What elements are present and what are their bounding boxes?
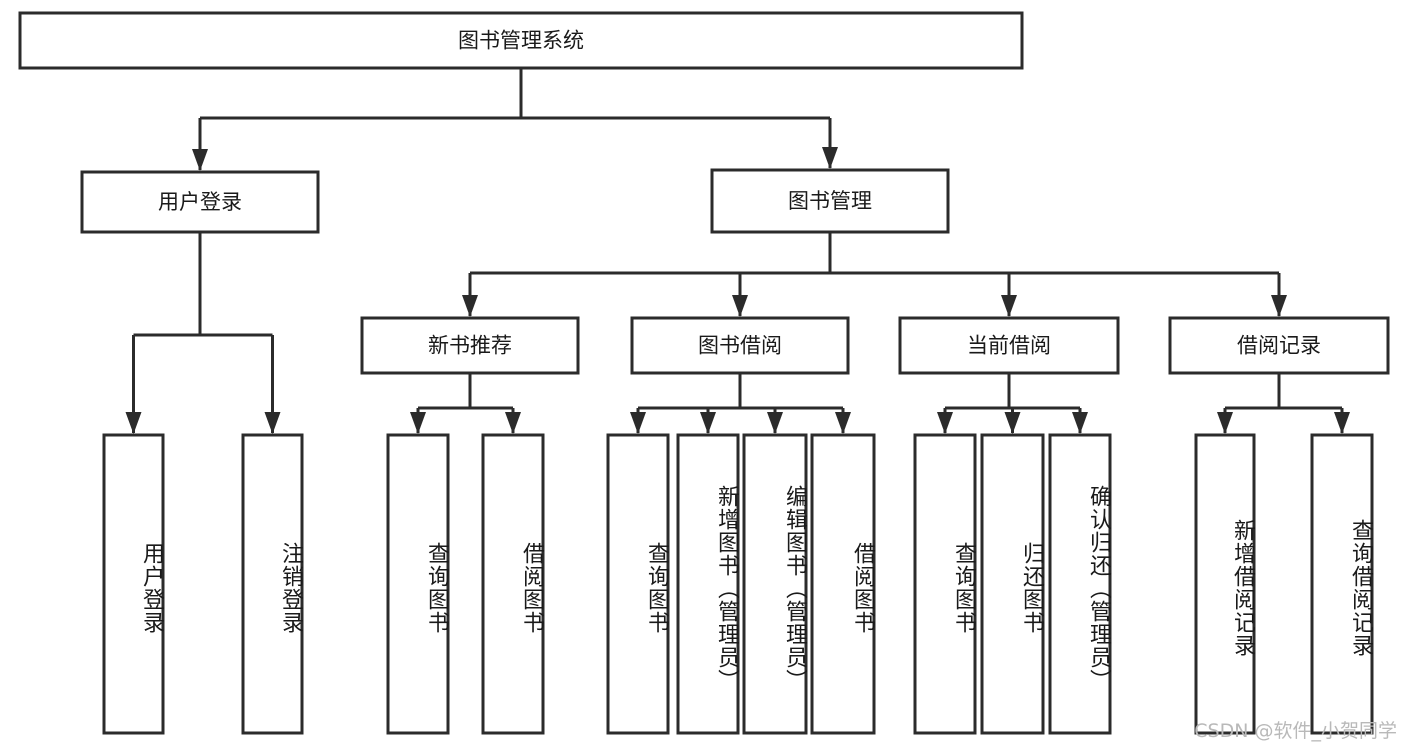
node-leaf-8[interactable] [913, 433, 977, 735]
node-root-label: 图书管理系统 [458, 29, 584, 53]
node-leaf-6[interactable] [742, 433, 808, 735]
node-level1-label-1: 图书管理 [788, 189, 872, 213]
node-level2-label-1: 图书借阅 [698, 334, 782, 358]
node-leaf-2[interactable] [386, 433, 450, 735]
node-level2-label-0: 新书推荐 [428, 334, 512, 358]
connector-layer [125, 68, 1350, 434]
node-leaf-10[interactable] [1048, 433, 1112, 735]
node-level2-2[interactable] [898, 316, 1120, 375]
node-level2-3[interactable] [1168, 316, 1390, 375]
node-level1-1[interactable] [710, 168, 950, 234]
node-level1-label-0: 用户登录 [158, 190, 242, 214]
node-leaf-3[interactable] [481, 433, 545, 735]
node-level1-0[interactable] [80, 170, 320, 234]
node-leaf-11[interactable] [1194, 433, 1256, 735]
node-level2-1[interactable] [630, 316, 850, 375]
node-root-图书管理系统[interactable] [18, 11, 1024, 70]
node-leaf-1[interactable] [241, 433, 304, 735]
node-leaf-7[interactable] [810, 433, 876, 735]
node-leaf-0[interactable] [102, 433, 165, 735]
csdn-watermark: CSDN @软件_小贺同学 [1194, 720, 1397, 742]
node-level2-label-3: 借阅记录 [1237, 334, 1321, 358]
node-leaf-12[interactable] [1310, 433, 1374, 735]
node-leaf-9[interactable] [980, 433, 1045, 735]
node-level2-0[interactable] [360, 316, 580, 375]
node-level2-label-2: 当前借阅 [967, 334, 1051, 358]
node-box-layer [18, 11, 1390, 735]
node-leaf-5[interactable] [676, 433, 740, 735]
node-leaf-4[interactable] [606, 433, 670, 735]
